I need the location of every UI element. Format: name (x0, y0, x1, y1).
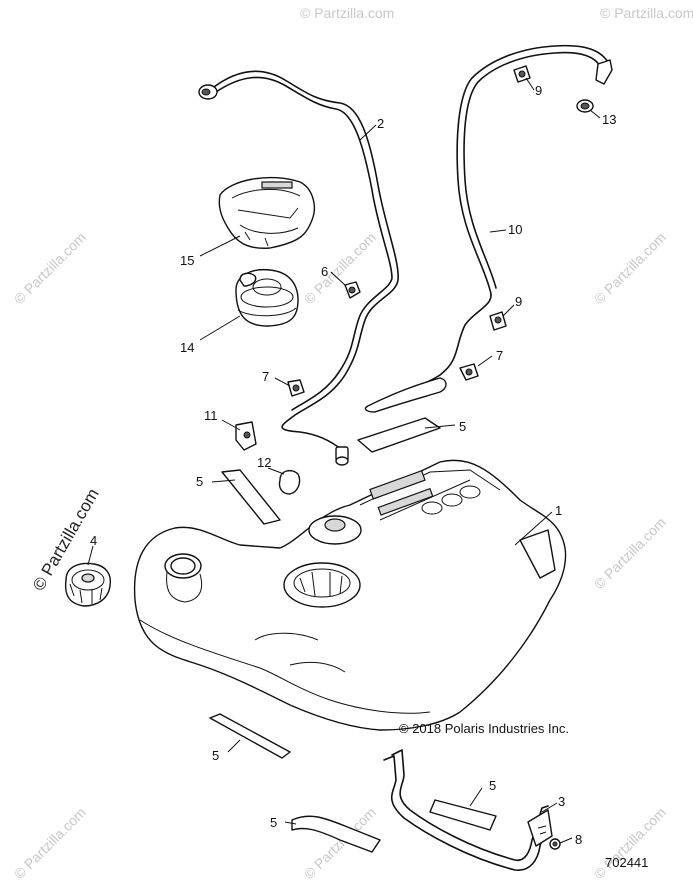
diagram-number: 702441 (605, 855, 648, 870)
callout-5: 5 (196, 474, 203, 489)
part-5-strip-lower[interactable] (209, 713, 291, 759)
callout-9: 9 (515, 294, 522, 309)
part-2-vent-hose[interactable] (198, 70, 399, 466)
callout-3: 3 (558, 794, 565, 809)
callout-9: 9 (535, 83, 542, 98)
part-10-vent-hose[interactable] (364, 44, 613, 413)
part-9-clip-mid[interactable] (489, 311, 507, 331)
callout-10: 10 (508, 222, 522, 237)
part-11-bracket[interactable] (235, 421, 257, 451)
callout-12: 12 (257, 455, 271, 470)
callout-7: 7 (496, 348, 503, 363)
callout-5: 5 (489, 778, 496, 793)
part-8-bolt[interactable] (549, 838, 561, 850)
part-14-canister[interactable] (235, 268, 299, 327)
leader-lines (87, 77, 601, 844)
callout-7: 7 (262, 369, 269, 384)
callout-13: 13 (602, 112, 616, 127)
part-5-pad-left[interactable] (221, 469, 281, 525)
part-12-rollover-valve[interactable] (278, 469, 301, 495)
callout-15: 15 (180, 253, 194, 268)
part-13-fitting[interactable] (576, 99, 594, 113)
part-6-clip[interactable] (344, 281, 361, 299)
callout-6: 6 (321, 264, 328, 279)
part-3-tank-strap[interactable] (383, 749, 553, 871)
part-7-clip-left[interactable] (287, 379, 305, 397)
callout-11: 11 (204, 408, 218, 423)
part-4-fuel-cap[interactable] (64, 562, 112, 607)
watermark-text: © Partzilla.com (600, 5, 693, 21)
callout-4: 4 (90, 533, 97, 548)
watermark-text: © Partzilla.com (591, 514, 669, 592)
callout-2: 2 (377, 116, 384, 131)
part-1-fuel-tank[interactable] (133, 459, 567, 731)
callout-1: 1 (555, 503, 562, 518)
watermark-text: © Partzilla.com (301, 229, 379, 307)
part-5-strip-bottom[interactable] (291, 815, 381, 853)
callout-14: 14 (180, 340, 194, 355)
watermark-text: © Partzilla.com (11, 229, 89, 307)
callout-5: 5 (212, 748, 219, 763)
part-5-pad-upper-right[interactable] (357, 417, 441, 453)
watermark-layer: © Partzilla.com © Partzilla.com © Partzi… (11, 5, 693, 882)
callout-5: 5 (270, 815, 277, 830)
part-15-canister-cover[interactable] (218, 176, 316, 249)
callout-5: 5 (459, 419, 466, 434)
watermark-text: © Partzilla.com (300, 5, 394, 21)
callout-labels: 1 2 3 4 5 5 5 5 5 6 7 7 8 9 9 10 11 12 1… (90, 83, 616, 847)
part-7-clip-right[interactable] (459, 363, 479, 381)
copyright-notice: © 2018 Polaris Industries Inc. (399, 721, 569, 736)
watermark-text: © Partzilla.com (591, 229, 669, 307)
watermark-text: © Partzilla.com (591, 804, 669, 882)
watermark-text: © Partzilla.com (11, 804, 89, 882)
callout-8: 8 (575, 832, 582, 847)
part-5-pad-strap[interactable] (429, 799, 497, 831)
